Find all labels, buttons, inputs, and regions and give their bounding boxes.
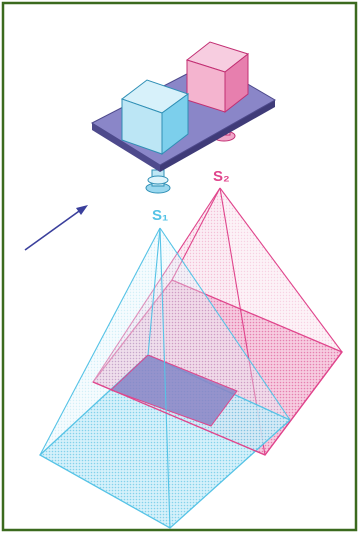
label-s2: S₂ xyxy=(213,168,230,185)
label-s1: S₁ xyxy=(152,207,168,224)
board-side-front xyxy=(160,100,275,172)
cube-cyan xyxy=(120,79,190,156)
light-source-board-assembly xyxy=(90,41,277,194)
overlap-region xyxy=(110,354,238,427)
direction-arrow xyxy=(24,205,88,251)
pyramid-s1 xyxy=(38,227,292,529)
board-side xyxy=(92,123,160,172)
lens-cyan xyxy=(145,169,171,194)
cube-magenta xyxy=(185,41,250,114)
